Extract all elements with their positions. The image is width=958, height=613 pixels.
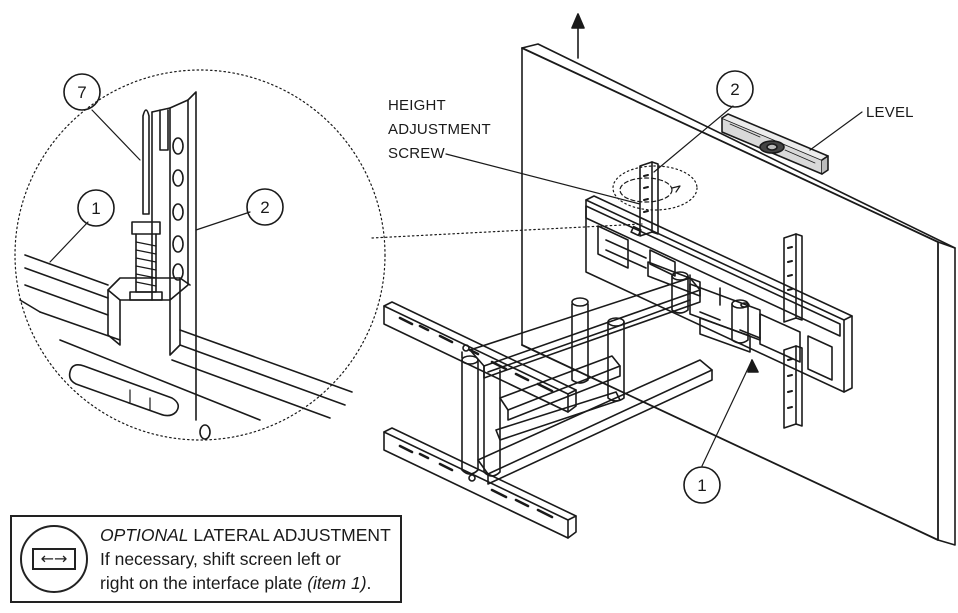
main-left-bracket — [612, 161, 698, 237]
left-right-arrow-icon: ←→ — [20, 525, 88, 593]
label-height-line1: HEIGHT — [388, 97, 446, 114]
note-line3-italic: (item 1) — [307, 573, 367, 593]
lateral-adjustment-note: ←→ OPTIONAL LATERAL ADJUSTMENT If necess… — [10, 515, 402, 603]
callout-circle-detail-1 — [77, 189, 115, 227]
callout-main-1: 1 — [697, 476, 706, 495]
callout-circle-detail-2 — [246, 188, 284, 226]
note-line3: right on the interface plate (item 1). — [100, 571, 400, 595]
left-right-arrow-glyph: ←→ — [32, 548, 76, 570]
leader-main-1 — [701, 359, 753, 467]
up-arrow-icon — [571, 13, 585, 59]
detail-connector-top — [371, 223, 643, 239]
articulating-arms — [461, 261, 761, 485]
note-line2: If necessary, shift screen left or — [100, 549, 341, 569]
callout-circle-detail-7 — [63, 73, 101, 111]
callout-main-2: 2 — [730, 80, 739, 99]
callout-circle-main-2 — [716, 70, 754, 108]
note-text: OPTIONAL LATERAL ADJUSTMENT If necessary… — [100, 523, 400, 595]
leader-main-1-arrowhead — [747, 359, 759, 373]
note-title-italic: OPTIONAL — [100, 525, 189, 545]
detail-leader-2 — [195, 211, 251, 231]
level-tool — [721, 113, 829, 175]
label-height-line2: ADJUSTMENT — [388, 121, 491, 138]
leader-level — [809, 111, 863, 151]
note-line3-end: . — [366, 573, 372, 593]
detail-leader-7 — [91, 109, 141, 161]
callout-detail-1: 1 — [91, 199, 100, 218]
detail-view — [14, 69, 643, 441]
label-height-line3: SCREW — [388, 145, 445, 162]
main-view — [383, 13, 956, 546]
leader-height-screw — [445, 153, 641, 205]
leader-main-2 — [653, 105, 734, 173]
note-title: OPTIONAL LATERAL ADJUSTMENT — [100, 523, 400, 547]
label-level: LEVEL — [866, 104, 914, 121]
wall-plate — [585, 195, 853, 393]
detail-horizontal-rail — [19, 254, 353, 421]
front-bottom-plate — [383, 427, 577, 539]
detail-vertical-bracket — [151, 91, 197, 421]
wall — [521, 43, 956, 546]
detail-height-screw — [129, 109, 163, 301]
callout-detail-2: 2 — [260, 198, 269, 217]
callout-detail-7: 7 — [77, 83, 86, 102]
detail-hook — [107, 277, 191, 356]
callout-circle-main-1 — [683, 466, 721, 504]
detail-leader-1 — [49, 221, 89, 263]
note-line3-main: right on the interface plate — [100, 573, 308, 593]
note-title-rest: LATERAL ADJUSTMENT — [188, 525, 391, 545]
main-right-bracket — [783, 233, 803, 429]
detail-magnifier-circle — [14, 69, 386, 441]
main-interface-rail — [585, 205, 841, 339]
detail-rail-slot — [68, 364, 211, 440]
front-top-plate — [383, 301, 577, 413]
